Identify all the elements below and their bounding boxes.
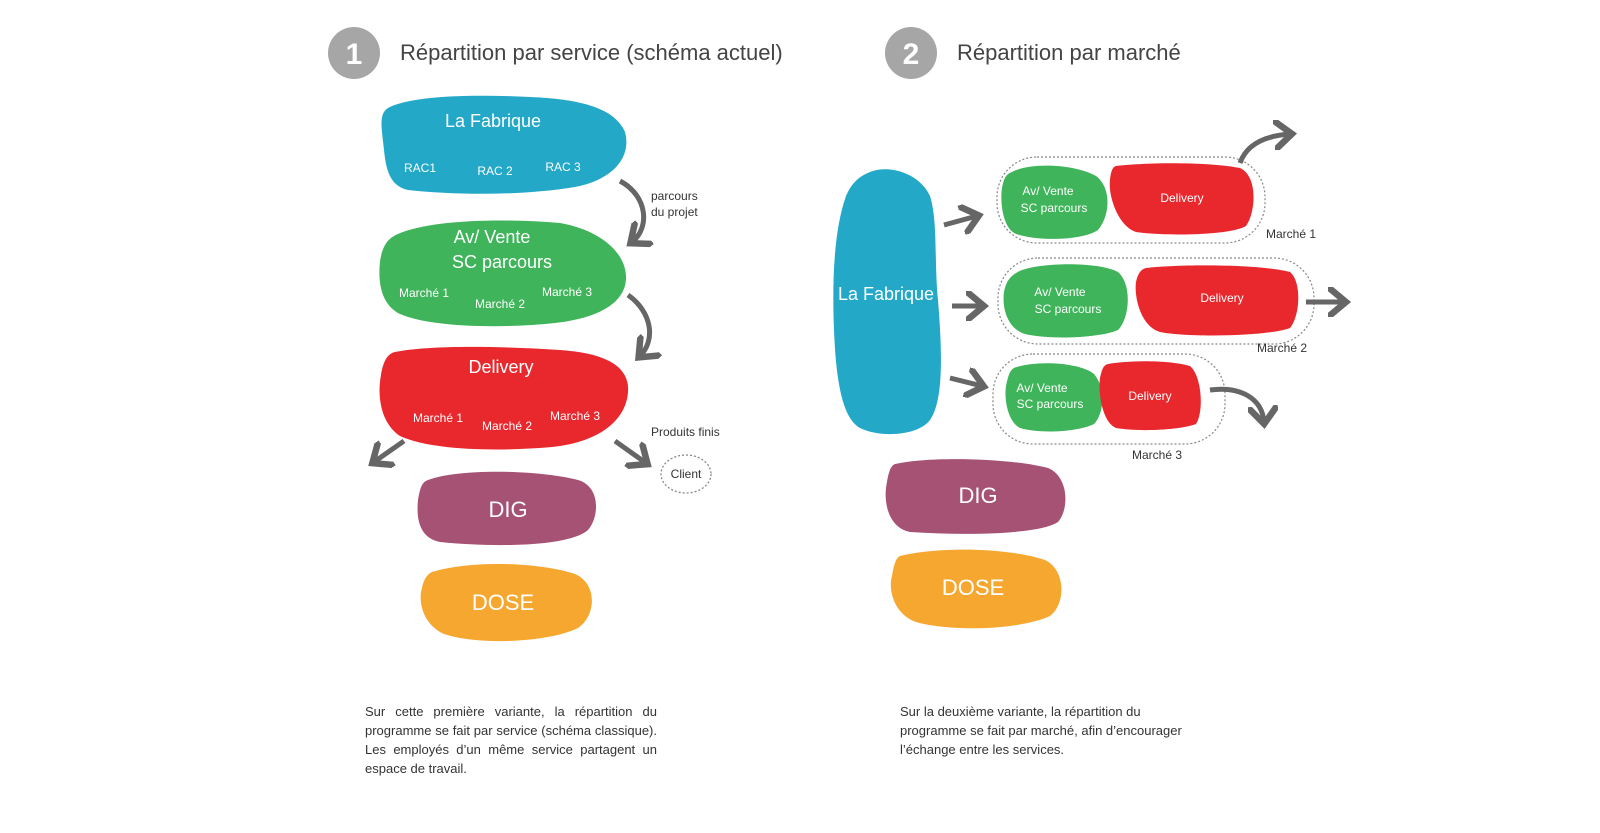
v1-rac-1: RAC1 — [404, 161, 436, 175]
v1-delivery-marche-1: Marché 1 — [413, 411, 463, 425]
v2-arrow-to-marche-1 — [943, 216, 977, 225]
variant2-description: Sur la deuxième variante, la répartition… — [900, 704, 1182, 757]
v2-group-marche-1: Av/ Vente SC parcours Delivery Marché 1 — [996, 156, 1316, 244]
v2-g3-av-label-line2: SC parcours — [1017, 397, 1084, 411]
v1-flow-arrow-2 — [626, 292, 650, 356]
variant2-header: 2 Répartition par marché — [885, 27, 1181, 79]
variant1-number-badge — [328, 27, 380, 79]
v1-av-vente-label-line2: SC parcours — [452, 252, 552, 272]
variant2-number-badge — [885, 27, 937, 79]
v2-g3-delivery-label: Delivery — [1128, 389, 1171, 403]
variant1-number: 1 — [346, 38, 363, 71]
v2-g1-delivery-label: Delivery — [1160, 191, 1203, 205]
v1-rac-3: RAC 3 — [545, 160, 581, 174]
v2-g2-marche-label: Marché 2 — [1257, 341, 1307, 355]
v2-arrow-to-marche-3 — [949, 378, 982, 386]
v1-client-label: Client — [671, 467, 702, 481]
v1-av-marche-1: Marché 1 — [399, 286, 449, 300]
v2-group-marche-2: Av/ Vente SC parcours Delivery Marché 2 — [997, 257, 1315, 355]
v2-dig-blob: DIG — [885, 459, 1066, 534]
variant1-header: 1 Répartition par service (schéma actuel… — [328, 27, 783, 79]
v2-dose-label: DOSE — [942, 575, 1004, 600]
v1-parcours-label-line1: parcours — [651, 189, 698, 203]
v1-delivery-blob: Delivery Marché 1 Marché 2 Marché 3 — [379, 346, 629, 450]
v2-group-marche-3: Av/ Vente SC parcours Delivery Marché 3 — [992, 353, 1226, 462]
v1-arrow-down-left — [374, 438, 406, 462]
v2-fabrique-label: La Fabrique — [838, 284, 934, 304]
v1-dig-blob: DIG — [417, 471, 597, 546]
v1-client-node: Client — [660, 454, 712, 494]
v1-av-vente-label-line1: Av/ Vente — [454, 227, 531, 247]
v2-g2-av-label-line2: SC parcours — [1035, 302, 1102, 316]
v1-arrow-down-right — [613, 438, 646, 463]
v2-g3-exit-arrow — [1209, 386, 1264, 422]
v1-av-marche-2: Marché 2 — [475, 297, 525, 311]
v1-parcours-arrow — [618, 178, 644, 242]
v2-g1-av-label-line2: SC parcours — [1021, 201, 1088, 215]
v1-dig-label: DIG — [488, 497, 527, 522]
v1-delivery-marche-3: Marché 3 — [550, 409, 600, 423]
v1-dose-blob: DOSE — [420, 563, 592, 642]
variant1-title: Répartition par service (schéma actuel) — [400, 40, 783, 65]
v1-av-marche-3: Marché 3 — [542, 285, 592, 299]
v1-dose-label: DOSE — [472, 590, 534, 615]
variant2-number: 2 — [903, 38, 920, 71]
v1-delivery-label: Delivery — [468, 357, 533, 377]
v1-av-vente-blob: Av/ Vente SC parcours Marché 1 Marché 2 … — [379, 220, 627, 327]
v1-produits-finis-label: Produits finis — [651, 425, 720, 439]
v2-g2-delivery-label: Delivery — [1200, 291, 1243, 305]
v2-fabrique-blob: La Fabrique — [833, 169, 941, 435]
variant2-title: Répartition par marché — [957, 40, 1181, 65]
v1-delivery-marche-2: Marché 2 — [482, 419, 532, 433]
v2-g3-av-label-line1: Av/ Vente — [1016, 381, 1067, 395]
v2-g1-av-label-line1: Av/ Vente — [1022, 184, 1073, 198]
v2-dig-label: DIG — [958, 483, 997, 508]
v2-dose-blob: DOSE — [890, 549, 1062, 629]
v2-g1-exit-arrow — [1237, 134, 1290, 164]
v1-rac-2: RAC 2 — [477, 164, 513, 178]
v1-fabrique-label: La Fabrique — [445, 111, 541, 131]
v1-fabrique-blob: La Fabrique RAC1 RAC 2 RAC 3 — [381, 95, 627, 194]
v2-g1-marche-label: Marché 1 — [1266, 227, 1316, 241]
v2-g2-av-label-line1: Av/ Vente — [1034, 285, 1085, 299]
v2-g3-marche-label: Marché 3 — [1132, 448, 1182, 462]
variant1-description: Sur cette première variante, la répartit… — [365, 704, 657, 776]
v1-parcours-label-line2: du projet — [651, 205, 698, 219]
